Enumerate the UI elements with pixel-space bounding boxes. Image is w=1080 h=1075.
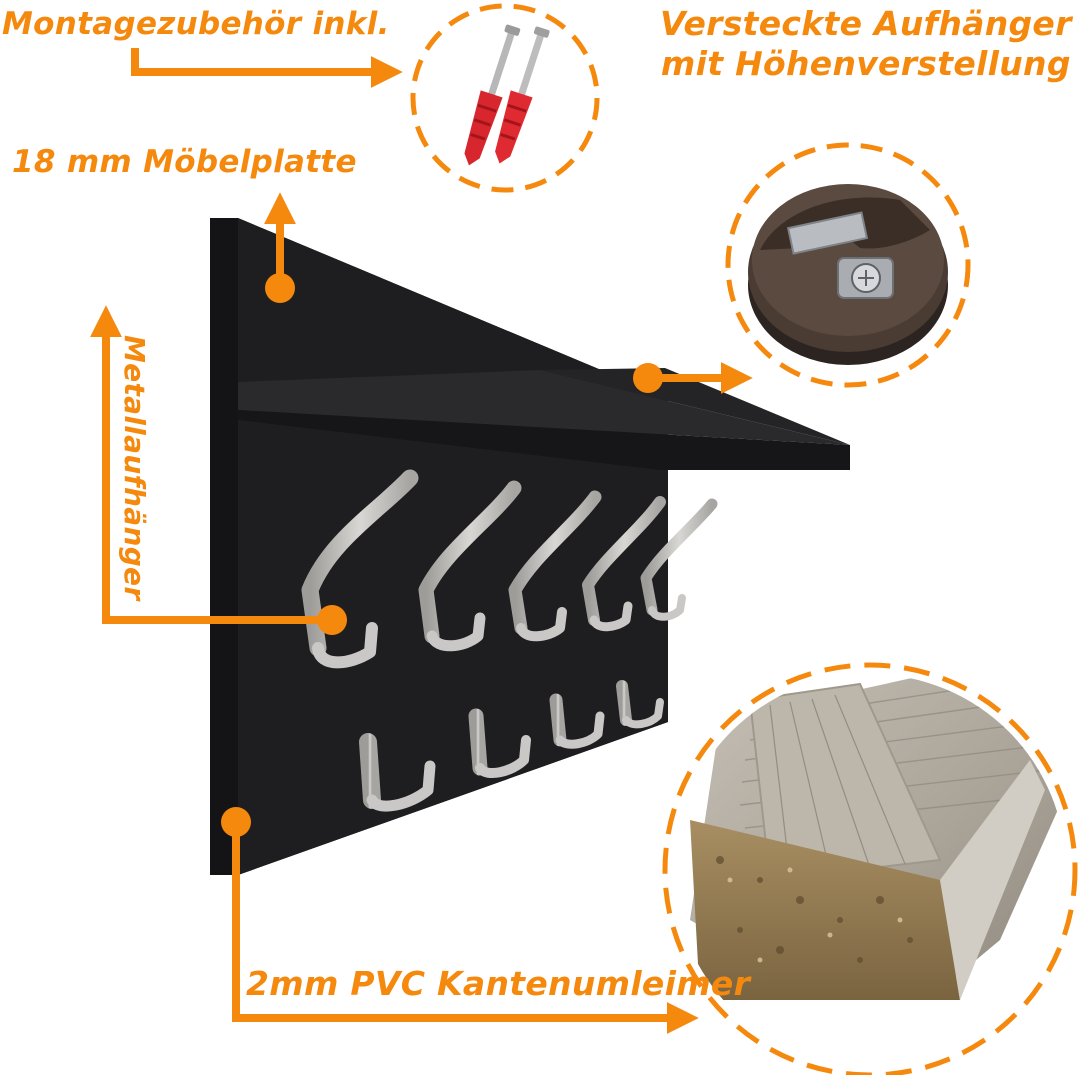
- hook-upper-4: [582, 496, 666, 632]
- edge-callout-circle: [662, 662, 1078, 1075]
- metal-hooks-label: Metallaufhänger: [118, 335, 151, 601]
- board-dot: [265, 273, 295, 303]
- upper-hooks: [301, 469, 718, 669]
- metal-hook-arrow: [90, 305, 336, 624]
- hook-lower-3: [549, 693, 605, 749]
- screw-dowel-icon: [464, 24, 550, 166]
- shelf: [238, 368, 850, 470]
- hanger-callout-circle: [725, 142, 971, 388]
- hidden-hanger-icon: [748, 184, 948, 365]
- edge-arrow: [232, 816, 699, 1034]
- coat-rack-board: [210, 218, 668, 875]
- shelf-dot: [633, 363, 663, 393]
- pvc-edge-label: 2mm PVC Kantenumleimer: [246, 964, 751, 1003]
- hook-upper-5: [640, 498, 718, 621]
- edge-dot: [221, 807, 251, 837]
- mounting-arrow: [131, 48, 403, 88]
- hook-upper-1: [301, 469, 419, 669]
- hidden-hangers-line2: mit Höhenverstellung: [660, 44, 1071, 84]
- hook-upper-2: [418, 480, 522, 652]
- hook-lower-4: [616, 680, 664, 729]
- lower-hooks: [359, 680, 664, 812]
- mounting-accessories-label: Montagezubehör inkl.: [2, 6, 390, 42]
- hook-lower-1: [359, 733, 436, 812]
- callout-arrows: [90, 48, 753, 1034]
- hook-lower-2: [468, 708, 531, 779]
- hook-dot: [317, 605, 347, 635]
- edge-sample-icon: [674, 674, 1066, 1066]
- callout-dots: [221, 273, 663, 837]
- mounting-callout-circle: [410, 3, 600, 193]
- board-thickness-label: 18 mm Möbelplatte: [12, 144, 357, 180]
- hidden-hangers-label: Versteckte Aufhänger mit Höhenverstellun…: [660, 4, 1072, 85]
- hook-upper-3: [508, 490, 602, 642]
- hidden-hangers-line1: Versteckte Aufhänger: [660, 4, 1072, 43]
